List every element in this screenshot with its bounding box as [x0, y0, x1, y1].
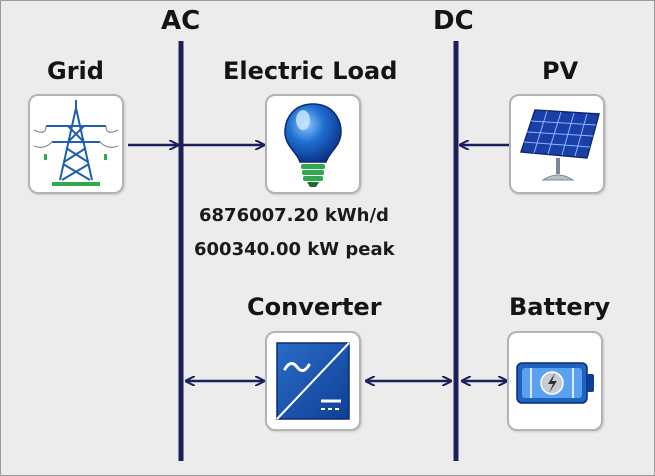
transmission-tower-icon [33, 100, 119, 186]
converter-icon [276, 342, 350, 420]
electric-load-component[interactable] [265, 94, 361, 194]
load-peak-value: 600340.00 kW peak [194, 239, 395, 260]
dc-bus-label: DC [433, 6, 474, 36]
light-bulb-icon [284, 103, 342, 187]
ac-bus-label: AC [161, 6, 201, 36]
converter-label: Converter [247, 293, 382, 321]
pv-component[interactable] [509, 94, 605, 194]
grid-label: Grid [47, 57, 104, 85]
battery-icon [516, 362, 594, 404]
battery-component[interactable] [507, 331, 603, 431]
converter-component[interactable] [265, 331, 361, 431]
pv-label: PV [542, 57, 579, 85]
battery-label: Battery [509, 293, 611, 321]
electric-load-label: Electric Load [223, 57, 398, 85]
load-energy-value: 6876007.20 kWh/d [199, 205, 389, 226]
grid-component[interactable] [28, 94, 124, 194]
solar-panel-icon [519, 109, 600, 181]
